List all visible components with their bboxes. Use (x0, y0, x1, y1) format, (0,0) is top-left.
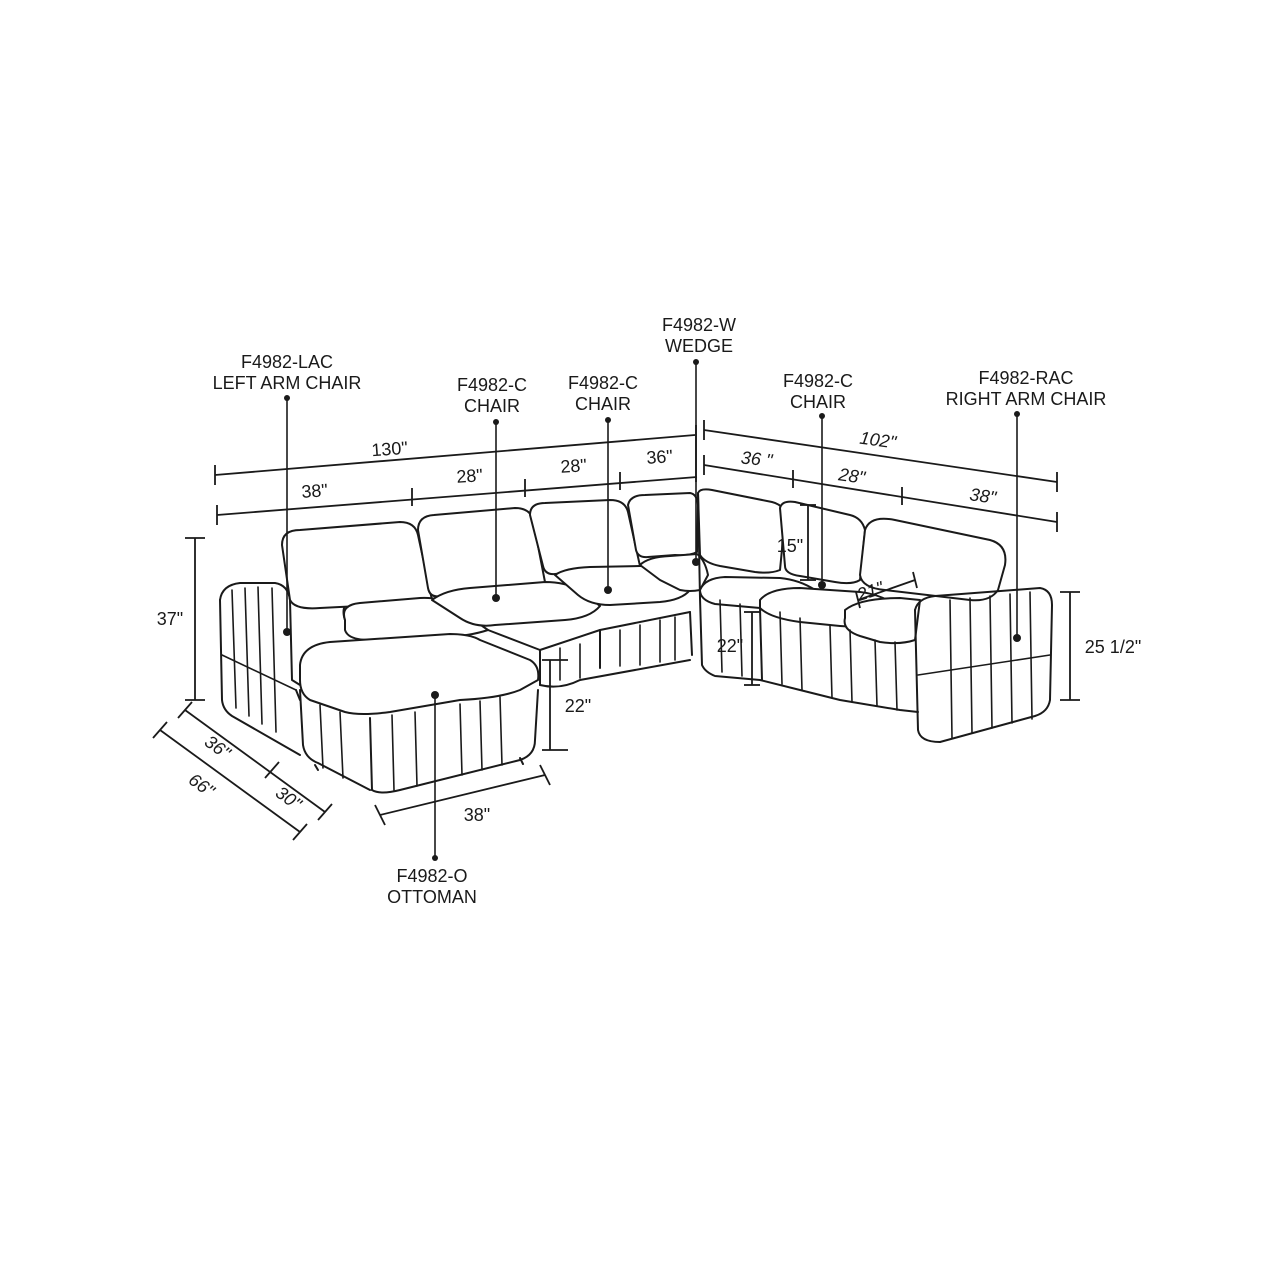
dim-ottoman-height-22: 22" (565, 696, 591, 716)
dim-left-28b: 28" (560, 455, 588, 477)
chair1-code-label: F4982-C (457, 375, 527, 395)
chair1-name-label: CHAIR (464, 396, 520, 416)
dim-right-38: 38" (968, 484, 999, 508)
wedge-name-label: WEDGE (665, 336, 733, 356)
dimension-labels: 130" 102" 38" 28" 28" 36" 36 " 28" 38" 3… (157, 428, 1141, 825)
dim-left-36: 36" (646, 446, 674, 468)
ottoman-name-label: OTTOMAN (387, 887, 477, 907)
dim-right-total: 102" (858, 428, 898, 453)
dim-height-37: 37" (157, 609, 183, 629)
chair2-name-label: CHAIR (575, 394, 631, 414)
rac-code-label: F4982-RAC (978, 368, 1073, 388)
dim-depth-66: 66" (185, 769, 219, 802)
dim-ottoman-38: 38" (464, 805, 490, 825)
lac-code-label: F4982-LAC (241, 352, 333, 372)
chair2-code-label: F4982-C (568, 373, 638, 393)
leader-lines (283, 359, 1021, 861)
dim-depth-36: 36" (201, 731, 235, 764)
part-labels: F4982-LAC LEFT ARM CHAIR F4982-C CHAIR F… (213, 315, 1107, 907)
dim-depth-30: 30" (272, 782, 306, 815)
dimension-lines (152, 420, 1080, 841)
dim-left-38: 38" (301, 480, 329, 502)
lac-name-label: LEFT ARM CHAIR (213, 373, 362, 393)
dim-left-total: 130" (371, 438, 409, 460)
dim-back-15: 15" (777, 536, 803, 556)
dim-right-36: 36 " (740, 447, 775, 470)
dim-left-28a: 28" (456, 465, 484, 487)
dim-seat-height-22-right: 22" (717, 636, 743, 656)
wedge-code-label: F4982-W (662, 315, 736, 335)
chair3-code-label: F4982-C (783, 371, 853, 391)
dim-height-25: 25 1/2" (1085, 637, 1141, 657)
rac-name-label: RIGHT ARM CHAIR (946, 389, 1107, 409)
dim-right-28: 28" (836, 464, 868, 488)
ottoman-code-label: F4982-O (396, 866, 467, 886)
sofa-outline (219, 488, 1053, 794)
chair3-name-label: CHAIR (790, 392, 846, 412)
